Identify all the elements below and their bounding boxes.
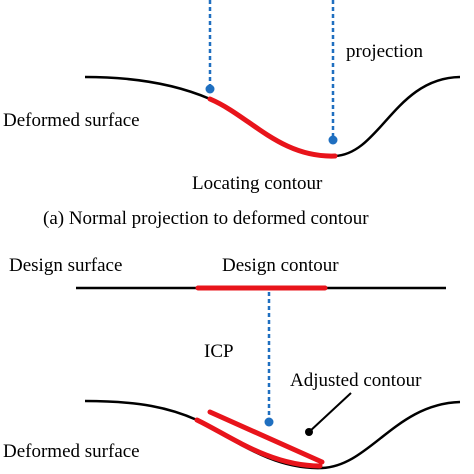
- label-icp: ICP: [204, 341, 234, 362]
- label-design-surface: Design surface: [9, 255, 122, 276]
- projection-point-right: [328, 135, 338, 145]
- deformed-surface-curve-a: [84, 75, 461, 158]
- label-projection: projection: [346, 41, 424, 62]
- projection-point-left: [205, 84, 215, 94]
- adjusted-contour-line: [207, 409, 325, 465]
- label-deformed-surface-a: Deformed surface: [3, 110, 140, 131]
- label-deformed-surface-b: Deformed surface: [3, 441, 140, 462]
- caption-a: (a) Normal projection to deformed contou…: [43, 208, 369, 229]
- locating-contour: [207, 96, 338, 159]
- icp-projection-point: [264, 417, 274, 427]
- label-design-contour: Design contour: [222, 255, 339, 276]
- adjusted-contour-leader: [308, 392, 352, 433]
- deformed-contour-b: [194, 417, 323, 469]
- panel-a: projection Deformed surface Locating con…: [3, 0, 461, 229]
- adjusted-contour-leader-dot: [305, 428, 313, 436]
- label-locating-contour: Locating contour: [192, 173, 323, 194]
- panel-b: Design surface Design contour ICP Adjust…: [3, 255, 461, 470]
- label-adjusted-contour: Adjusted contour: [290, 370, 422, 391]
